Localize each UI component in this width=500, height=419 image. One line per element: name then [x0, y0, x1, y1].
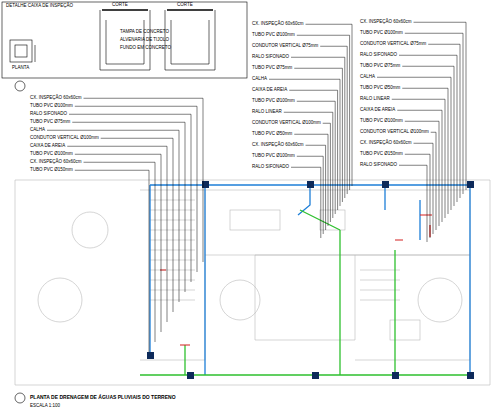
leader-line [297, 101, 335, 214]
leader-line [397, 110, 442, 222]
annotation: CX. INSPEÇÃO 60x60cm [252, 22, 304, 27]
pipe-green [140, 210, 470, 375]
annotation: RALO SIFONADO [252, 165, 289, 170]
leader-line [294, 134, 328, 226]
leader-line [405, 121, 439, 226]
detail-note: TAMPA DE CONCRETO [120, 30, 169, 35]
annotation: TUBO PVC Ø100mm [30, 104, 73, 109]
leader-line [75, 106, 197, 272]
building-outline [15, 180, 490, 385]
leader-line [75, 170, 149, 352]
annotation: TUBO PVC Ø100mm [252, 154, 295, 159]
annotation: RALO SIFONADO [30, 112, 67, 117]
annotation: CALHA [30, 128, 45, 133]
leader-line [84, 162, 155, 342]
annotation: CX. INSPEÇÃO 60x60cm [360, 141, 412, 146]
plan-title: PLANTA DE DRENAGEM DE ÁGUAS PLUVIAIS DO … [30, 395, 176, 400]
leader-line [291, 57, 345, 198]
leader-line [67, 146, 167, 322]
leader-line [392, 99, 445, 218]
annotation: CAIXA DE AREIA [252, 88, 287, 93]
detail-note: FUNDO EM CONCRETO [120, 46, 171, 51]
annotation: TUBO PVC Ø150mm [360, 152, 403, 157]
leader-line [405, 33, 463, 194]
detail-note: DETALHE CAIXA DE INSPEÇÃO [6, 4, 73, 9]
detail-note: ESCALA 1:100 [30, 404, 60, 409]
annotation: CONDUTOR VERTICAL Ø100mm [252, 121, 321, 126]
pipe-blue [150, 185, 470, 375]
pipe-red [160, 215, 432, 345]
annotation: TUBO PVC Ø75mm [252, 66, 292, 71]
annotation: RALO LINEAR [252, 110, 282, 115]
detail-note: CORTE [177, 3, 193, 8]
leader-line [47, 130, 179, 302]
annotation: TUBO PVC Ø50mm [360, 86, 400, 91]
detail-note: CORTE [112, 3, 128, 8]
annotation: TUBO PVC Ø50mm [252, 132, 292, 137]
leader-line [431, 132, 436, 230]
leader-line [306, 145, 326, 230]
annotation: RALO SIFONADO [360, 53, 397, 58]
leader-line [399, 165, 427, 242]
annotation: CONDUTOR VERTICAL Ø75mm [360, 42, 426, 47]
annotation: CX. INSPEÇÃO 60x60cm [360, 20, 412, 25]
leader-line [291, 167, 321, 238]
leader-line [405, 154, 430, 238]
detail-note: ALVENARIA DE TIJOLO [120, 38, 169, 43]
annotation: TUBO PVC Ø100mm [30, 152, 73, 157]
annotation: RALO LINEAR [360, 97, 390, 102]
annotation: TUBO PVC Ø100mm [252, 99, 295, 104]
annotation: RALO SIFONADO [360, 163, 397, 168]
annotation: TUBO PVC Ø100mm [360, 31, 403, 36]
leader-line [402, 88, 448, 214]
annotation: CAIXA DE AREIA [30, 144, 65, 149]
leader-line [297, 156, 323, 234]
annotation: CALHA [360, 75, 375, 80]
leader-line [402, 66, 454, 206]
inspection-box [147, 181, 474, 379]
annotation: TUBO PVC Ø100mm [252, 33, 295, 38]
detail-note: PLANTA [12, 66, 29, 71]
annotation: CONDUTOR VERTICAL Ø100mm [360, 130, 429, 135]
leader-line [414, 22, 466, 190]
annotation: RALO SIFONADO [252, 55, 289, 60]
leader-line [75, 154, 161, 332]
annotation: CALHA [252, 77, 267, 82]
annotation: TUBO PVC Ø75mm [360, 64, 400, 69]
annotation: CX. INSPEÇÃO 60x60cm [30, 96, 82, 101]
detail-frame [2, 2, 247, 78]
annotation: CX. INSPEÇÃO 60x60cm [30, 160, 82, 165]
annotation: TUBO PVC Ø75mm [30, 120, 70, 125]
annotation: TUBO PVC Ø150mm [30, 168, 73, 173]
annotation: TUBO PVC Ø100mm [360, 119, 403, 124]
leader-line [101, 138, 173, 312]
annotation: CX. INSPEÇÃO 60x60cm [252, 143, 304, 148]
annotation: CAIXA DE AREIA [360, 108, 395, 113]
annotation: CONDUTOR VERTICAL Ø75mm [252, 44, 318, 49]
leader-line [323, 123, 331, 222]
leader-line [72, 122, 185, 292]
annotation: CONDUTOR VERTICAL Ø100mm [30, 136, 99, 141]
